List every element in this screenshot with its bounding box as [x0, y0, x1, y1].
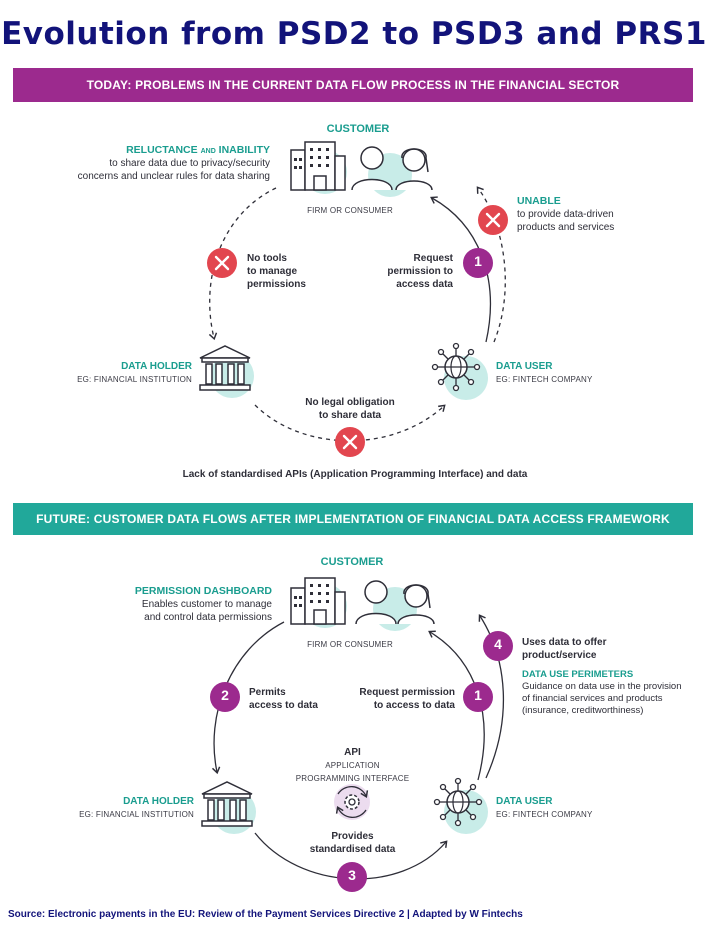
source-caption: Source: Electronic payments in the EU: R… [8, 909, 523, 920]
today-step-1-number: 1 [474, 253, 482, 269]
building-icon [290, 141, 347, 194]
today-data-holder: DATA HOLDER EG: FINANCIAL INSTITUTION [77, 361, 192, 384]
cross-icon [478, 205, 508, 235]
cross-icon [207, 248, 237, 278]
api-block: API APPLICATION PROGRAMMING INTERFACE [295, 747, 410, 783]
bank-icon [201, 781, 256, 834]
unable-block: UNABLE to provide data-driven products a… [517, 195, 615, 233]
today-customer-label: CUSTOMER [326, 123, 390, 135]
customers-icon [355, 580, 435, 631]
no-legal-text: No legal obligation to share data [305, 397, 395, 421]
page-title: Evolution from PSD2 to PSD3 and PRS1 [1, 16, 707, 52]
future-banner: FUTURE: CUSTOMER DATA FLOWS AFTER IMPLEM… [13, 503, 693, 535]
reluctance-block: RELUCTANCE and INABILITY to share data d… [77, 144, 270, 182]
building-icon [290, 577, 347, 628]
future-step-1-number: 1 [474, 687, 482, 703]
future-customer-sub: FIRM OR CONSUMER [307, 640, 393, 649]
today-banner: TODAY: PROBLEMS IN THE CURRENT DATA FLOW… [13, 68, 693, 102]
bank-icon [199, 345, 254, 398]
future-data-holder: DATA HOLDER EG: FINANCIAL INSTITUTION [79, 796, 194, 819]
future-data-user: DATA USER EG: FINTECH COMPANY [496, 796, 593, 819]
step-badge-1 [463, 248, 493, 278]
step-badge-4 [483, 631, 513, 661]
cross-icon [335, 427, 365, 457]
step-badge-3 [337, 862, 367, 892]
step-badge-1 [463, 682, 493, 712]
customers-icon [351, 146, 433, 197]
today-customer-sub: FIRM OR CONSUMER [307, 206, 393, 215]
future-step-2-number: 2 [221, 687, 229, 703]
today-data-user: DATA USER EG: FINTECH COMPANY [496, 361, 593, 384]
provides-data-text: Provides standardised data [309, 831, 396, 855]
permits-text: Permits access to data [249, 687, 318, 711]
gear-cycle-icon [334, 784, 370, 820]
future-step-4-number: 4 [494, 636, 502, 652]
lack-apis-text: Lack of standardised APIs (Application P… [182, 469, 528, 480]
today-request-text: Request permission to access data [387, 253, 453, 290]
data-use-perimeters-block: DATA USE PERIMETERS Guidance on data use… [522, 669, 682, 716]
step-badge-2 [210, 682, 240, 712]
future-customer-label: CUSTOMER [320, 556, 384, 568]
globe-network-icon [433, 777, 488, 834]
globe-network-icon [431, 342, 488, 400]
future-step-3-number: 3 [348, 867, 356, 883]
future-request-text: Request permission to access to data [359, 687, 455, 711]
permission-dashboard-block: PERMISSION DASHBOARD Enables customer to… [134, 585, 272, 623]
no-tools-text: No tools to manage permissions [247, 253, 306, 290]
uses-data-text: Uses data to offer product/service [522, 637, 607, 661]
